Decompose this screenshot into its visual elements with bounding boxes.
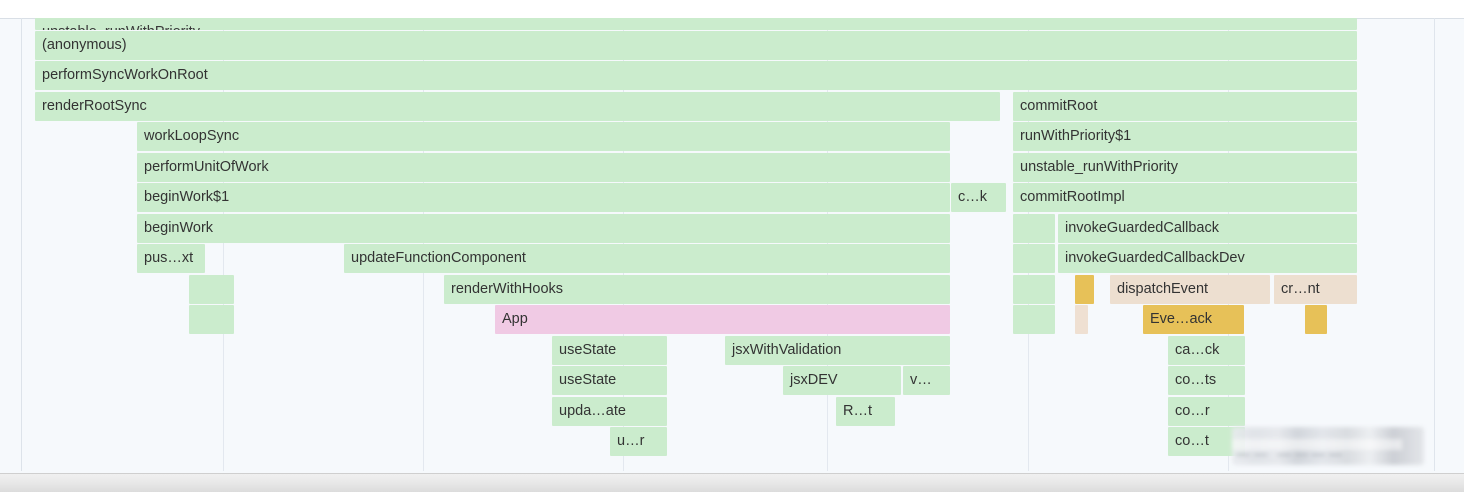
flame-frame-label: beginWork [144, 219, 214, 236]
flame-frame[interactable]: v… [903, 366, 950, 395]
flame-frame[interactable]: commitRootImpl [1013, 183, 1357, 212]
flame-frame-unlabeled[interactable] [1013, 213, 1055, 243]
flame-frame-label: c…k [958, 189, 987, 206]
flame-frame-label: upda…ate [559, 402, 626, 419]
flame-frame-label: v… [910, 372, 932, 389]
flame-frame-label: App [502, 311, 528, 328]
flame-frame-label: jsxWithValidation [732, 341, 842, 358]
flame-frame[interactable]: renderWithHooks [444, 274, 950, 304]
flame-frame-label: pus…xt [144, 250, 194, 267]
flame-frame-label: jsxDEV [790, 372, 838, 389]
flame-frame-unlabeled[interactable] [189, 305, 234, 334]
flame-frame[interactable]: R…t [836, 396, 895, 426]
flame-frame[interactable]: workLoopSync [137, 122, 950, 151]
flame-frame-label: useState [559, 372, 617, 389]
flame-frame-label: renderRootSync [42, 97, 147, 114]
flame-frame[interactable]: co…r [1168, 396, 1245, 426]
viewport-left-rule [21, 18, 22, 471]
flame-frame-label: performSyncWorkOnRoot [42, 67, 208, 84]
flame-frame-label: commitRootImpl [1020, 189, 1125, 206]
flame-frame-label: beginWork$1 [144, 189, 230, 206]
flame-frame-label: updateFunctionComponent [351, 250, 526, 267]
flame-frame-label: workLoopSync [144, 128, 240, 145]
flame-frame[interactable]: invokeGuardedCallbackDev [1058, 244, 1357, 273]
horizontal-scrollbar-track[interactable] [0, 473, 1464, 492]
flame-frame[interactable]: unstable_runWithPriority [35, 18, 1357, 30]
flame-frame[interactable]: pus…xt [137, 244, 205, 273]
flame-frame-unlabeled[interactable] [1013, 274, 1055, 304]
flame-frames-container[interactable]: unstable_runWithPriority (anonymous) perfo… [0, 18, 1464, 471]
flame-frame[interactable]: Eve…ack [1143, 305, 1244, 334]
flame-frame-label: invokeGuardedCallback [1065, 219, 1219, 236]
flame-frame[interactable]: beginWork [137, 213, 950, 243]
flame-frame-label: performUnitOfWork [144, 158, 269, 175]
flame-frame[interactable]: co…ts [1168, 366, 1245, 395]
flame-frame[interactable]: jsxWithValidation [725, 335, 950, 365]
flame-frame-unlabeled[interactable] [1075, 305, 1088, 334]
flame-frame-unlabeled[interactable] [189, 274, 234, 304]
flame-frame-unlabeled[interactable] [1305, 305, 1327, 334]
obscured-watermark: —— ———— [1232, 427, 1424, 465]
flame-frame-unlabeled[interactable] [1013, 305, 1055, 334]
flame-frame[interactable]: (anonymous) [35, 30, 1357, 60]
flame-frame[interactable]: cr…nt [1274, 274, 1357, 304]
flame-frame-label: (anonymous) [42, 36, 127, 53]
watermark-sheen [1232, 439, 1402, 450]
flame-frame[interactable]: u…r [610, 427, 667, 456]
flame-frame-label: co…r [1175, 402, 1210, 419]
flame-frame[interactable]: runWithPriority$1 [1013, 122, 1357, 151]
flame-frame-label: invokeGuardedCallbackDev [1065, 250, 1245, 267]
flame-frame-label: unstable_runWithPriority [42, 24, 200, 30]
flame-frame-label: co…ts [1175, 372, 1217, 389]
flame-frame[interactable]: ca…ck [1168, 335, 1245, 365]
flame-frame-label: useState [559, 341, 617, 358]
flame-frame-label: u…r [617, 433, 645, 450]
flame-frame[interactable]: renderRootSync [35, 91, 1000, 121]
flame-frame-label: unstable_runWithPriority [1020, 158, 1178, 175]
flame-frame-unlabeled[interactable] [1013, 244, 1055, 273]
flame-frame-unlabeled[interactable] [1075, 274, 1094, 304]
flame-frame[interactable]: App [495, 305, 950, 334]
watermark-text: —— ———— [1236, 445, 1345, 463]
flame-frame[interactable]: c…k [951, 183, 1006, 212]
flame-frame[interactable]: dispatchEvent [1110, 274, 1270, 304]
flame-frame-label: runWithPriority$1 [1020, 128, 1132, 145]
flame-frame-label: renderWithHooks [451, 280, 564, 297]
flame-frame-label: co…t [1175, 433, 1209, 450]
flame-frame[interactable]: commitRoot [1013, 91, 1357, 121]
flame-frame[interactable]: updateFunctionComponent [344, 244, 950, 273]
flame-frame-label: R…t [843, 402, 872, 419]
flame-frame[interactable]: upda…ate [552, 396, 667, 426]
flame-frame-label: dispatchEvent [1117, 280, 1209, 297]
flame-frame[interactable]: useState [552, 366, 667, 395]
flame-frame-label: ca…ck [1175, 341, 1220, 358]
flame-frame-label: commitRoot [1020, 97, 1098, 114]
flame-frame-label: cr…nt [1281, 280, 1320, 297]
time-gridline-6 [1434, 18, 1435, 471]
flame-frame-label: Eve…ack [1150, 311, 1213, 328]
flame-frame[interactable]: performUnitOfWork [137, 152, 950, 182]
time-gridline-0 [223, 18, 224, 471]
flame-frame[interactable]: performSyncWorkOnRoot [35, 61, 1357, 90]
flame-frame[interactable]: useState [552, 335, 667, 365]
flame-frame[interactable]: invokeGuardedCallback [1058, 213, 1357, 243]
flame-frame[interactable]: jsxDEV [783, 366, 901, 395]
flame-frame[interactable]: beginWork$1 [137, 183, 950, 212]
flame-frame[interactable]: unstable_runWithPriority [1013, 152, 1357, 182]
